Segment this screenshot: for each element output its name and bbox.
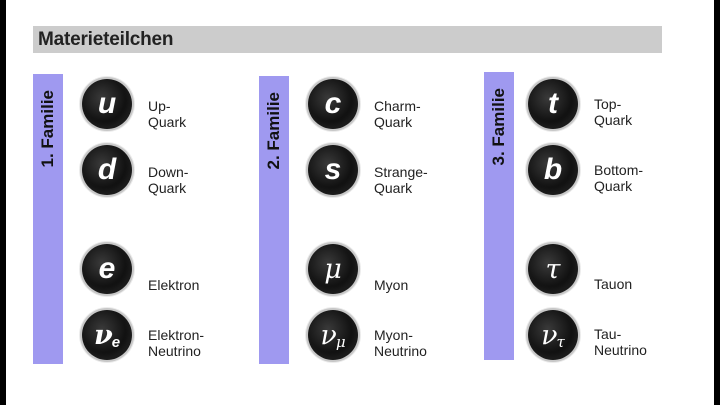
particle-symbol: μ — [324, 253, 342, 285]
particle-name: Bottom- Quark — [594, 162, 643, 194]
particle-name-line-1: Up- — [148, 98, 171, 114]
particle-name: Myon- Neutrino — [374, 327, 427, 359]
family-bar-2: 2. Familie — [259, 76, 289, 364]
particle-name: Tauon — [594, 260, 632, 292]
particle-symbol: u — [97, 87, 117, 120]
particle-ball: d — [82, 145, 132, 195]
particle-subscript: e — [111, 333, 121, 351]
particle-symbol: b — [543, 153, 563, 186]
family-label-3: 3. Familie — [489, 88, 508, 166]
particle-ball: μ — [308, 244, 358, 294]
particle-name-line-2: Quark — [594, 112, 633, 128]
particle-name: Tau- Neutrino — [594, 326, 647, 358]
particle-symbol: t — [548, 87, 558, 120]
diagram-canvas: Materieteilchen 1. Familie u Up- Quark d… — [6, 0, 714, 405]
particle-name: Elektron — [148, 261, 199, 293]
particle-name-line-2: Quark — [148, 180, 187, 196]
particle-symbol: ν — [320, 319, 337, 351]
particle-ball: τ — [528, 244, 578, 294]
particle-symbol: e — [98, 252, 116, 285]
particle-ball: b — [528, 145, 578, 195]
particle-name-line-1: Elektron- — [148, 327, 205, 343]
particle-symbol: c — [324, 87, 342, 120]
particle-name: Charm- Quark — [374, 98, 421, 130]
particle-name-line-1 — [374, 261, 408, 277]
diagram-title: Materieteilchen — [38, 29, 174, 50]
particle-symbol: ν — [93, 319, 113, 351]
particle-name: Down- Quark — [148, 164, 188, 196]
particle-name-line-2: Quark — [594, 178, 633, 194]
particle-ball: e — [82, 244, 132, 294]
particle-name-line-2: Neutrino — [374, 343, 427, 359]
particle-name-line-1: Myon- — [374, 327, 413, 343]
title-bar: Materieteilchen — [33, 26, 662, 53]
particle-symbol: τ — [545, 253, 561, 285]
particle-name-line-1 — [148, 261, 199, 277]
particle-name-line-1: Top- — [594, 96, 622, 112]
particle-name-line-2: Tauon — [594, 276, 633, 292]
particle-name-line-1: Bottom- — [594, 162, 644, 178]
particle-name-line-2: Quark — [148, 114, 187, 130]
particle-name: Strange- Quark — [374, 164, 428, 196]
particle-name: Elektron- Neutrino — [148, 327, 204, 359]
particle-name-line-2: Neutrino — [148, 343, 201, 359]
particle-name-line-1: Down- — [148, 164, 189, 180]
particle-name-line-2: Myon — [374, 277, 409, 293]
particle-name-line-1: Tau- — [594, 326, 622, 342]
particle-name-line-1: Charm- — [374, 98, 421, 114]
particle-name: Top- Quark — [594, 96, 632, 128]
particle-symbol: ν — [541, 319, 558, 351]
family-label-2: 2. Familie — [264, 92, 283, 170]
particle-ball: s — [308, 145, 358, 195]
family-label-1: 1. Familie — [38, 90, 57, 168]
particle-name: Myon — [374, 261, 408, 293]
particle-name-line-2: Elektron — [148, 277, 200, 293]
particle-name-line-2: Neutrino — [594, 342, 647, 358]
particle-name-line-1: Strange- — [374, 164, 428, 180]
particle-symbol: s — [324, 153, 342, 186]
particle-name-line-2: Quark — [374, 180, 413, 196]
particle-subscript: τ — [556, 333, 565, 351]
particle-symbol: d — [97, 153, 117, 186]
family-bar-3: 3. Familie — [484, 72, 514, 360]
particle-subscript: μ — [335, 333, 346, 351]
particle-name-line-2: Quark — [374, 114, 413, 130]
particle-ball: t — [528, 79, 578, 129]
particle-name-line-1 — [594, 260, 632, 276]
particle-ball: c — [308, 79, 358, 129]
particle-ball: u — [82, 79, 132, 129]
family-bar-1: 1. Familie — [33, 74, 63, 364]
particle-name: Up- Quark — [148, 98, 186, 130]
